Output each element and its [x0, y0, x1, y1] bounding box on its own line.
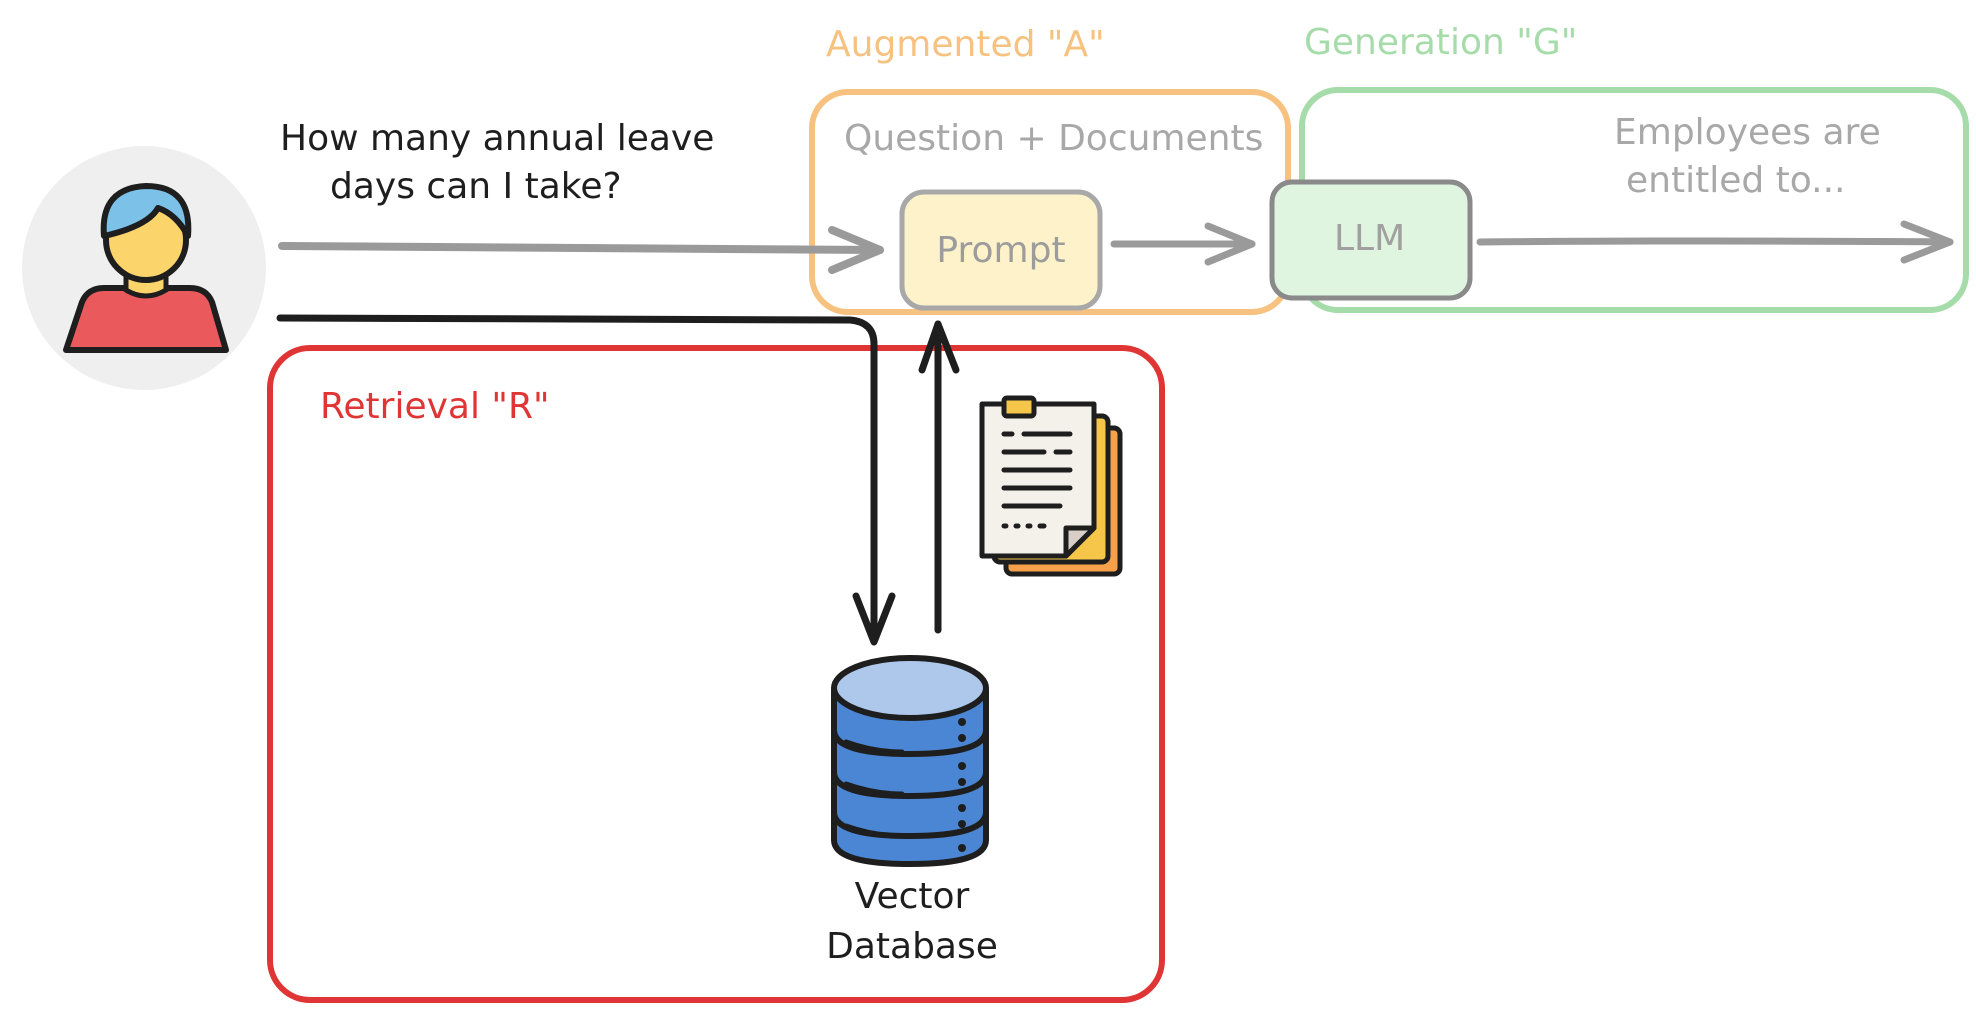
retrieval-label: Retrieval "R" [320, 386, 550, 427]
user-avatar-icon [22, 146, 266, 390]
user-question-line1: How many annual leave [280, 118, 714, 159]
vector-database-label-line1: Vector [855, 876, 970, 917]
arrow-llm-to-answer [1476, 220, 1954, 264]
arrow-prompt-to-llm [1110, 222, 1256, 266]
arrow-user-to-prompt [278, 226, 884, 274]
retrieval-box [267, 345, 1165, 1003]
answer-line1: Employees are [1614, 112, 1881, 153]
llm-box [1269, 179, 1473, 301]
generation-label: Generation "G" [1304, 22, 1577, 63]
llm-label: LLM [1334, 218, 1405, 259]
prompt-label: Prompt [936, 230, 1065, 271]
vector-database-label-line2: Database [826, 926, 998, 967]
arrow-query-to-database [276, 314, 896, 646]
user-question-line2: days can I take? [330, 166, 622, 207]
documents-icon [979, 395, 1123, 577]
database-icon [831, 655, 989, 867]
prompt-box [899, 189, 1103, 311]
augmented-label: Augmented "A" [826, 24, 1105, 65]
arrow-database-to-prompt [918, 320, 960, 634]
answer-line2: entitled to... [1626, 160, 1845, 201]
question-documents-label: Question + Documents [844, 118, 1263, 159]
